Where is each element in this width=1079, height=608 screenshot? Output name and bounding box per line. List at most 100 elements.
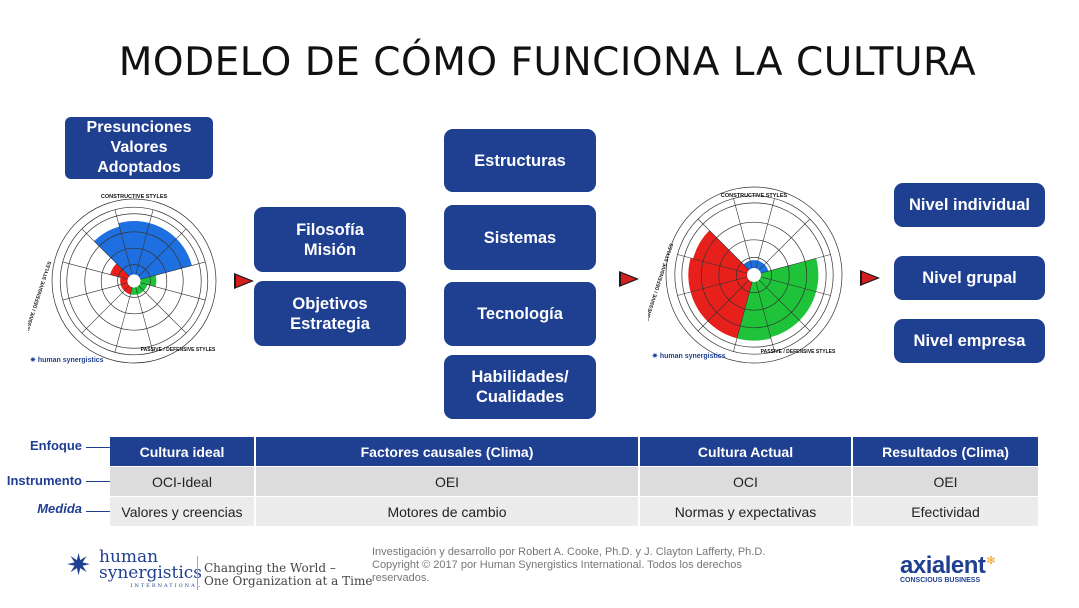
- wheel-bottom-label: PASSIVE / DEFENSIVE STYLES: [141, 347, 216, 353]
- wheel-ring: [681, 202, 827, 348]
- brand-star-icon: ✷: [652, 353, 658, 360]
- wheel-spoke: [135, 209, 154, 275]
- wheel-left-label: AGGRESSIVE / DEFENSIVE STYLES: [648, 242, 675, 327]
- philosophy-line: Filosofía: [296, 220, 364, 239]
- wheel-ring: [51, 198, 217, 364]
- wheel-spoke: [758, 279, 811, 332]
- wheel-spoke: [755, 281, 775, 352]
- table-header-cell: Cultura Actual: [640, 437, 853, 466]
- wheel-spoke: [760, 276, 831, 296]
- wheel-sector: [120, 282, 130, 291]
- wheel-ring: [59, 206, 209, 356]
- wheel-ring: [718, 239, 790, 311]
- arrow-right-icon: [619, 271, 639, 287]
- inputs-line: Valores: [110, 139, 168, 156]
- logo-sub: INTERNATIONAL: [130, 583, 203, 589]
- logo-text: synergistics: [99, 563, 203, 583]
- row-label-enfoque: Enfoque: [30, 438, 82, 453]
- axialent-name: axialent: [900, 552, 986, 579]
- axialent-sub: CONSCIOUS BUSINESS: [900, 577, 981, 584]
- brand-star-icon: ✷: [30, 357, 36, 364]
- left-wheel-brand: ✷ human synergistics: [30, 356, 104, 364]
- star-logo-icon: ✷: [66, 549, 92, 582]
- logo-text: human: [99, 547, 159, 567]
- wheel-sector: [124, 285, 133, 295]
- wheel-sector: [688, 258, 748, 292]
- wheel-spoke: [733, 198, 753, 269]
- table-cell: Motores de cambio: [256, 497, 640, 526]
- wheel-spoke: [755, 198, 775, 269]
- company-level-label: Nivel empresa: [913, 332, 1026, 350]
- footer-divider: [197, 556, 198, 590]
- wheel-ring: [66, 213, 202, 349]
- wheel-bottom-label: PASSIVE / DEFENSIVE STYLES: [761, 349, 836, 355]
- connector-line: [86, 481, 114, 482]
- connector-line: [86, 447, 114, 448]
- culture-table: Cultura ideal Factores causales (Clima) …: [110, 437, 1040, 526]
- table-cell: OCI: [640, 467, 853, 496]
- wheel-sector: [707, 279, 753, 339]
- wheel-sector: [138, 282, 148, 291]
- table-header-cell: Resultados (Clima): [853, 437, 1040, 466]
- left-circumplex-wheel: CONSTRUCTIVE STYLES PASSIVE / DEFENSIVE …: [28, 194, 217, 364]
- tagline: Changing the World – One Organization at…: [204, 562, 372, 588]
- left-wheel-brand-text: human synergistics: [37, 357, 104, 364]
- systems-box: Sistemas: [444, 205, 596, 270]
- right-wheel-brand: ✷ human synergistics: [652, 352, 726, 360]
- wheel-top-label: CONSTRUCTIVE STYLES: [721, 193, 788, 199]
- credit-text: Investigación y desarrollo por Robert A.…: [372, 546, 766, 584]
- wheel-ring: [117, 264, 151, 298]
- table-row: Valores y creencias Motores de cambio No…: [110, 497, 1040, 526]
- wheel-ring: [84, 231, 184, 331]
- table-cell: Normas y expectativas: [640, 497, 853, 526]
- wheel-spoke: [62, 282, 128, 301]
- table-cell: OCI-Ideal: [110, 467, 256, 496]
- wheel-spoke: [114, 209, 133, 275]
- wheel-spoke: [677, 254, 748, 274]
- wheel-sector: [755, 260, 765, 271]
- wheel-sector: [750, 260, 758, 269]
- objectives-box: Objetivos Estrategia: [254, 281, 406, 346]
- skills-line: Cualidades: [475, 388, 565, 406]
- tagline-line: Changing the World –: [204, 561, 336, 575]
- tagline-line: One Organization at a Time: [204, 574, 373, 588]
- wheel-sector: [758, 276, 817, 321]
- wheel-sector: [138, 238, 192, 280]
- wheel-sector: [737, 281, 771, 341]
- wheel-spoke: [81, 285, 130, 334]
- table-row: OCI-Ideal OEI OCI OEI: [110, 467, 1040, 496]
- wheel-spoke: [697, 218, 750, 271]
- wheel-sector: [755, 279, 800, 338]
- group-level-box: Nivel grupal: [894, 256, 1045, 300]
- wheel-sector: [140, 275, 157, 287]
- skills-box: Habilidades/ Cualidades: [444, 355, 596, 419]
- table-header-cell: Cultura ideal: [110, 437, 256, 466]
- arrow-right-icon: [234, 273, 254, 289]
- table-cell: OEI: [256, 467, 640, 496]
- right-wheel-brand-text: human synergistics: [659, 353, 726, 360]
- wheel-spoke: [138, 228, 187, 277]
- wheel-ring: [674, 195, 834, 355]
- structures-label: Estructuras: [474, 151, 566, 170]
- wheel-spoke: [140, 282, 206, 301]
- wheel-spoke: [62, 261, 128, 280]
- wheel-spoke: [677, 276, 748, 296]
- table-cell: OEI: [853, 467, 1040, 496]
- wheel-sector: [130, 287, 138, 295]
- company-level-box: Nivel empresa: [894, 319, 1045, 363]
- inputs-box: Presunciones Valores Adoptados: [65, 117, 213, 179]
- row-label-medida: Medida: [37, 501, 82, 516]
- page-title: MODELO DE CÓMO FUNCIONA LA CULTURA: [118, 40, 977, 85]
- wheel-sector: [135, 223, 177, 277]
- individual-level-box: Nivel individual: [894, 183, 1045, 227]
- wheel-top-label: CONSTRUCTIVE STYLES: [101, 194, 168, 200]
- wheel-ring: [736, 257, 772, 293]
- wheel-sector: [743, 260, 753, 271]
- table-header-row: Cultura ideal Factores causales (Clima) …: [110, 437, 1040, 466]
- connector-line: [86, 511, 114, 512]
- table-cell: Valores y creencias: [110, 497, 256, 526]
- wheel-spoke: [733, 281, 753, 352]
- structures-box: Estructuras: [444, 129, 596, 192]
- philosophy-line: Misión: [303, 240, 357, 259]
- wheel-spoke: [697, 279, 750, 332]
